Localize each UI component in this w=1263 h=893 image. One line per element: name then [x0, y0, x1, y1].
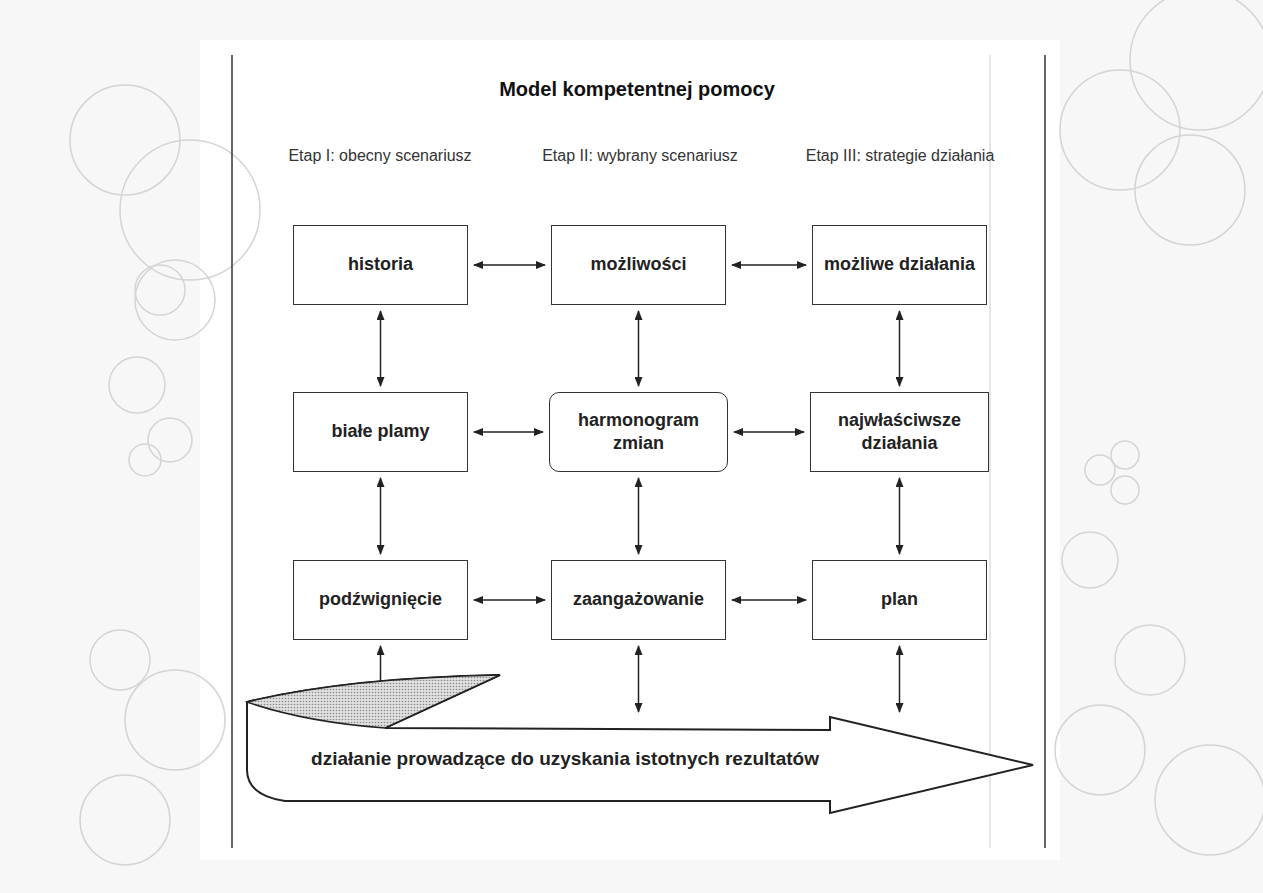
process-box: najwłaściwsze działania — [810, 392, 989, 472]
double-arrow — [474, 264, 545, 266]
band-text: działanie prowadzące do uzyskania istotn… — [285, 748, 845, 770]
double-arrow — [474, 599, 545, 601]
double-arrow — [638, 311, 640, 386]
box-text: plan — [881, 588, 918, 611]
central-box: harmonogram zmian — [549, 392, 728, 472]
process-box: możliwe działania — [812, 225, 987, 305]
box-text: harmonogram zmian — [558, 409, 719, 456]
process-box: możliwości — [551, 225, 726, 305]
box-text: historia — [348, 253, 413, 276]
process-box: białe plamy — [293, 392, 468, 472]
box-text: najwłaściwsze działania — [819, 409, 980, 456]
band-arrow-shape — [245, 670, 1035, 815]
box-text: możliwości — [590, 253, 686, 276]
double-arrow — [380, 311, 382, 386]
double-arrow — [732, 599, 806, 601]
process-box: plan — [812, 560, 987, 640]
double-arrow — [638, 478, 640, 554]
double-arrow — [638, 646, 640, 712]
result-arrow-band: działanie prowadzące do uzyskania istotn… — [245, 670, 1035, 815]
double-arrow — [899, 646, 901, 712]
process-box: zaangażowanie — [551, 560, 726, 640]
box-text: zaangażowanie — [573, 588, 704, 611]
process-box: historia — [293, 225, 468, 305]
diagram-title: Model kompetentnej pomocy — [437, 78, 837, 101]
double-arrow — [732, 264, 806, 266]
double-arrow — [380, 478, 382, 554]
stage-header: Etap I: obecny scenariusz — [280, 145, 480, 167]
double-arrow — [734, 431, 804, 433]
stage-header: Etap III: strategie działania — [800, 145, 1000, 167]
box-text: możliwe działania — [824, 253, 975, 276]
double-arrow — [474, 431, 543, 433]
process-box: podźwignięcie — [293, 560, 468, 640]
box-text: białe plamy — [331, 420, 429, 443]
double-arrow — [899, 478, 901, 554]
box-text: podźwignięcie — [319, 588, 442, 611]
stage-header: Etap II: wybrany scenariusz — [540, 145, 740, 167]
double-arrow — [899, 311, 901, 386]
